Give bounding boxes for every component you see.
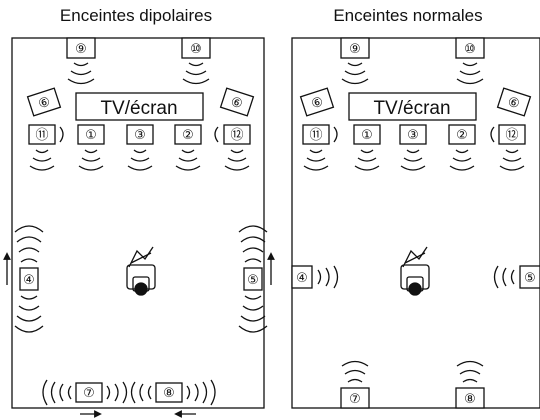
- label-6-left: ⑥: [37, 94, 53, 112]
- listener-icon: [400, 246, 430, 296]
- speaker-8: [155, 382, 183, 403]
- speaker-10: [455, 37, 485, 59]
- speaker-1: [353, 124, 381, 145]
- tv-label-dipolar: TV/écran: [100, 98, 177, 119]
- label-5: ⑤: [524, 271, 536, 286]
- label-6-right: ⑥: [506, 94, 522, 112]
- label-5: ⑤: [247, 273, 259, 288]
- speaker-12: [223, 124, 251, 145]
- speaker-12: [498, 124, 526, 145]
- normal-labels: ⑨ ⑩ ⑥ ⑥ ⑪ ① ③ ② ⑫ ④ ⑤ ⑦ ⑧: [296, 42, 536, 407]
- label-9: ⑨: [75, 42, 87, 57]
- panel-title-dipolar: Enceintes dipolaires: [59, 6, 213, 25]
- label-8: ⑧: [163, 386, 175, 401]
- label-1: ①: [85, 128, 97, 143]
- speaker-5: [519, 265, 540, 289]
- sound-waves-10: [182, 62, 210, 85]
- speaker-11: [302, 124, 330, 145]
- normal-panel: [291, 37, 540, 409]
- speaker-8: [455, 387, 485, 409]
- speaker-7: [340, 387, 370, 409]
- waves-5: [493, 265, 515, 289]
- speaker-4: [19, 267, 39, 291]
- speaker-6-left: [26, 87, 62, 117]
- speaker-7: [75, 382, 103, 403]
- panel-title-normal: Enceintes normales: [333, 6, 483, 25]
- dipole-waves-8: [130, 379, 216, 406]
- room-outline: [291, 37, 540, 409]
- tv-screen: [75, 92, 204, 121]
- dipolar-panel: [3, 37, 275, 418]
- label-11: ⑪: [309, 128, 322, 143]
- room-outline: [11, 37, 265, 409]
- dipole-waves-4: [14, 225, 44, 333]
- waves-7: [341, 360, 369, 383]
- speaker-11: [28, 124, 56, 145]
- label-2: ②: [182, 128, 194, 143]
- label-10: ⑩: [464, 42, 476, 57]
- dipole-waves-7: [42, 379, 128, 406]
- side-wave-11: [59, 126, 64, 143]
- speaker-5: [243, 267, 263, 291]
- label-9: ⑨: [349, 42, 361, 57]
- sound-waves-9: [67, 62, 95, 85]
- label-10: ⑩: [190, 42, 202, 57]
- label-12: ⑫: [505, 128, 518, 143]
- speaker-6-left: [299, 87, 335, 117]
- speaker-6-right: [219, 87, 255, 117]
- side-wave-12: [214, 126, 219, 143]
- waves-4: [317, 265, 339, 289]
- label-2: ②: [456, 128, 468, 143]
- speaker-9: [340, 37, 370, 59]
- front-waves-dipolar: [29, 149, 250, 171]
- label-7: ⑦: [83, 386, 95, 401]
- label-7: ⑦: [349, 392, 361, 407]
- dipolar-labels: ⑨ ⑩ ⑥ ⑥ ⑪ ① ③ ② ⑫ ④ ⑤ ⑦ ⑧: [23, 42, 259, 401]
- front-waves-normal: [303, 149, 525, 171]
- sound-waves-10: [456, 62, 484, 85]
- side-wave-12: [490, 126, 495, 143]
- speaker-4: [291, 265, 313, 289]
- dipole-waves-5: [238, 225, 268, 333]
- side-wave-11: [333, 126, 338, 143]
- label-6-right: ⑥: [229, 94, 245, 112]
- speaker-2: [174, 124, 202, 145]
- speaker-3: [399, 124, 427, 145]
- listener-icon: [126, 246, 156, 296]
- speaker-1: [77, 124, 105, 145]
- speaker-6-right: [496, 87, 532, 117]
- waves-8: [456, 360, 484, 383]
- sound-waves-9: [341, 62, 369, 85]
- label-11: ⑪: [35, 128, 48, 143]
- speaker-9: [66, 37, 96, 59]
- tv-label-normal: TV/écran: [373, 98, 450, 119]
- speaker-3: [126, 124, 154, 145]
- label-4: ④: [23, 273, 35, 288]
- label-8: ⑧: [464, 392, 476, 407]
- tv-screen: [348, 92, 477, 121]
- label-6-left: ⑥: [310, 94, 326, 112]
- label-3: ③: [407, 128, 419, 143]
- speaker-2: [448, 124, 476, 145]
- label-12: ⑫: [230, 128, 243, 143]
- label-4: ④: [296, 271, 308, 286]
- speaker-10: [181, 37, 211, 59]
- label-1: ①: [361, 128, 373, 143]
- label-3: ③: [134, 128, 146, 143]
